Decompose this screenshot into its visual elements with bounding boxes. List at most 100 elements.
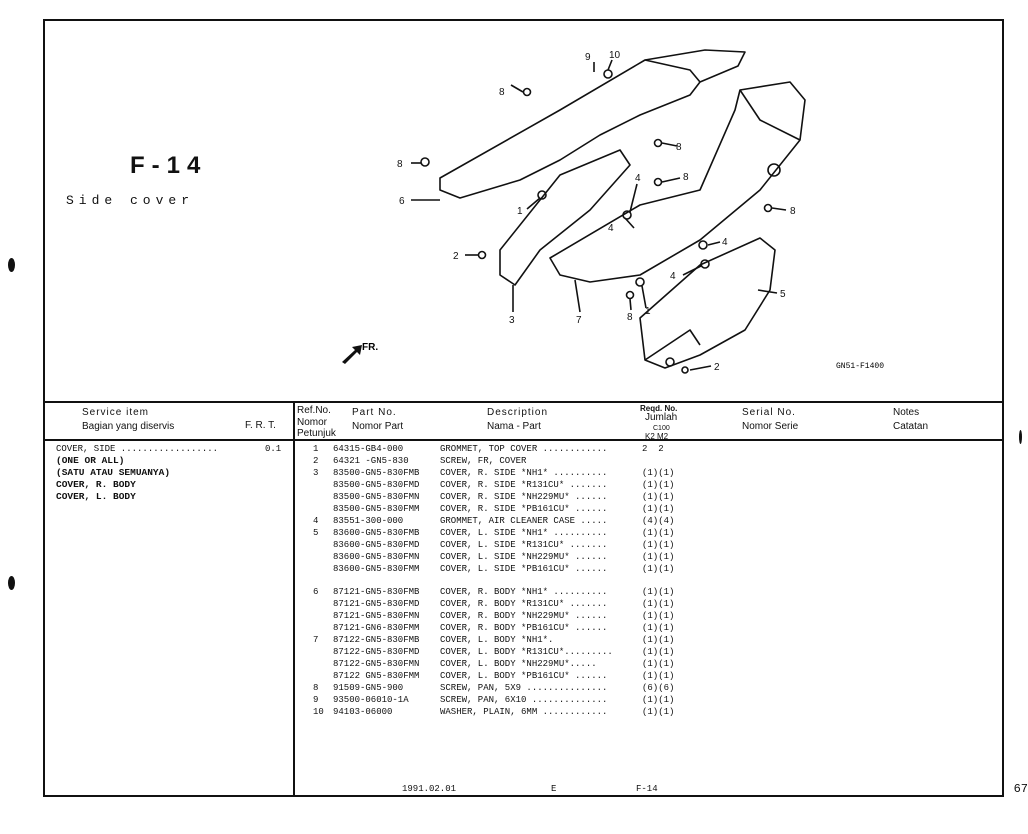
header-notes: Notes [893,407,920,418]
service-item-name: COVER, SIDE .................. [56,444,219,454]
callout-2: 2 [714,362,720,373]
header-ref-no-id-2: Petunjuk [297,428,336,439]
rear-cover-strip [439,49,746,199]
callout-9: 9 [585,52,591,63]
callout-4: 4 [635,173,641,184]
part-description: COVER, R. BODY *PB161CU* ...... [440,623,608,633]
part-ref-number: 8 [313,683,319,693]
part-quantity: (6)(6) [642,683,675,693]
callout-8: 8 [627,312,633,323]
part-number: 87121-GN5-830FMN [333,611,420,621]
part-number: 87122-GN5-830FMD [333,647,420,657]
part-description: COVER, R. SIDE *R131CU* ....... [440,480,608,490]
part-number: 83500-GN5-830FMB [333,468,420,478]
part-description: COVER, R. BODY *R131CU* ....... [440,599,608,609]
figure-title: Side cover [66,193,195,208]
callout-6: 6 [399,196,405,207]
part-number: 87122-GN5-830FMN [333,659,420,669]
part-number: 83551-300-000 [333,516,404,526]
part-description: COVER, L. SIDE *NH1* .......... [440,528,608,538]
callout-8: 8 [499,87,505,98]
header-reqd-no: Reqd. No. [640,404,678,413]
callout-4: 4 [722,237,728,248]
binder-hole-mark [1019,430,1022,444]
header-k2m2: K2 M2 [645,432,669,441]
service-item-frt: 0.1 [265,444,282,454]
part-quantity: (1)(1) [642,540,675,550]
part-number: 83600-GN5-830FMM [333,564,420,574]
table-header-rule [43,439,1004,441]
part-description: COVER, L. SIDE *R131CU* ....... [440,540,608,550]
callout-2: 2 [453,251,459,262]
part-description: COVER, L. BODY *NH1*. [440,635,554,645]
part-quantity: (1)(1) [642,611,675,621]
header-notes-id: Catatan [893,421,929,432]
part-quantity: (1)(1) [642,695,675,705]
service-item-line: (ONE OR ALL) [56,455,125,466]
figure-code: F-14 [130,152,208,179]
part-quantity: (1)(1) [642,623,675,633]
left-body-cover [549,81,806,283]
part-ref-number: 10 [313,707,324,717]
column-divider [293,402,295,797]
footer-edition: E [551,784,557,794]
part-ref-number: 6 [313,587,319,597]
part-quantity: (1)(1) [642,564,675,574]
callout-8: 8 [676,142,682,153]
header-ref-no: Ref.No. [297,405,331,416]
part-description: COVER, R. SIDE *PB161CU* ...... [440,504,608,514]
part-number: 87121-GN5-830FMB [333,587,420,597]
side-cover-panel [639,237,776,369]
part-description: COVER, L. BODY *R131CU*......... [440,647,613,657]
part-quantity: (1)(1) [642,504,675,514]
header-c100: C100 [653,425,670,432]
part-number: 91509-GN5-900 [333,683,404,693]
edge-page-number: 67 [1013,782,1028,796]
part-quantity: (1)(1) [642,587,675,597]
right-body-cover [499,149,631,286]
fr-label: FR. [362,342,378,353]
binder-hole-mark [8,576,15,590]
part-quantity: 2 2 [642,444,664,454]
part-description: COVER, R. SIDE *NH229MU* ...... [440,492,608,502]
part-description: COVER, L. BODY *NH229MU*..... [440,659,597,669]
callout-8: 8 [790,206,796,217]
table-top-rule [43,401,1004,403]
header-description: Description [487,407,549,418]
footer-page-code: F-14 [636,784,658,794]
part-quantity: (1)(1) [642,659,675,669]
part-number: 87121-GN6-830FMM [333,623,420,633]
callout-8: 8 [397,159,403,170]
part-number: 87122 GN5-830FMM [333,671,420,681]
header-frt: F. R. T. [245,420,276,431]
part-ref-number: 9 [313,695,319,705]
part-number: 83600-GN5-830FMB [333,528,420,538]
part-number: 83500-GN5-830FMD [333,480,420,490]
header-part-no-id: Nomor Part [352,421,404,432]
part-description: SCREW, PAN, 5X9 ............... [440,683,608,693]
part-ref-number: 4 [313,516,319,526]
part-number: 64321 -GN5-830 [333,456,409,466]
part-number: 93500-06010-1A [333,695,409,705]
callout-1: 1 [645,306,651,317]
part-description: SCREW, PAN, 6X10 .............. [440,695,608,705]
part-number: 64315-GB4-000 [333,444,404,454]
part-number: 87121-GN5-830FMD [333,599,420,609]
front-arrow-icon [342,345,362,364]
part-quantity: (1)(1) [642,635,675,645]
part-quantity: (1)(1) [642,480,675,490]
header-service-item-id: Bagian yang diservis [82,421,175,432]
part-ref-number: 2 [313,456,319,466]
part-ref-number: 1 [313,444,319,454]
header-service-item: Service item [82,407,150,418]
part-quantity: (4)(4) [642,516,675,526]
part-description: WASHER, PLAIN, 6MM ............ [440,707,608,717]
callout-3: 3 [509,315,515,326]
part-description: GROMMET, AIR CLEANER CASE ..... [440,516,608,526]
part-ref-number: 3 [313,468,319,478]
callout-4: 4 [670,271,676,282]
header-part-no: Part No. [352,407,397,418]
part-quantity: (1)(1) [642,671,675,681]
service-item-line: (SATU ATAU SEMUANYA) [56,467,171,478]
callout-4: 4 [608,223,614,234]
